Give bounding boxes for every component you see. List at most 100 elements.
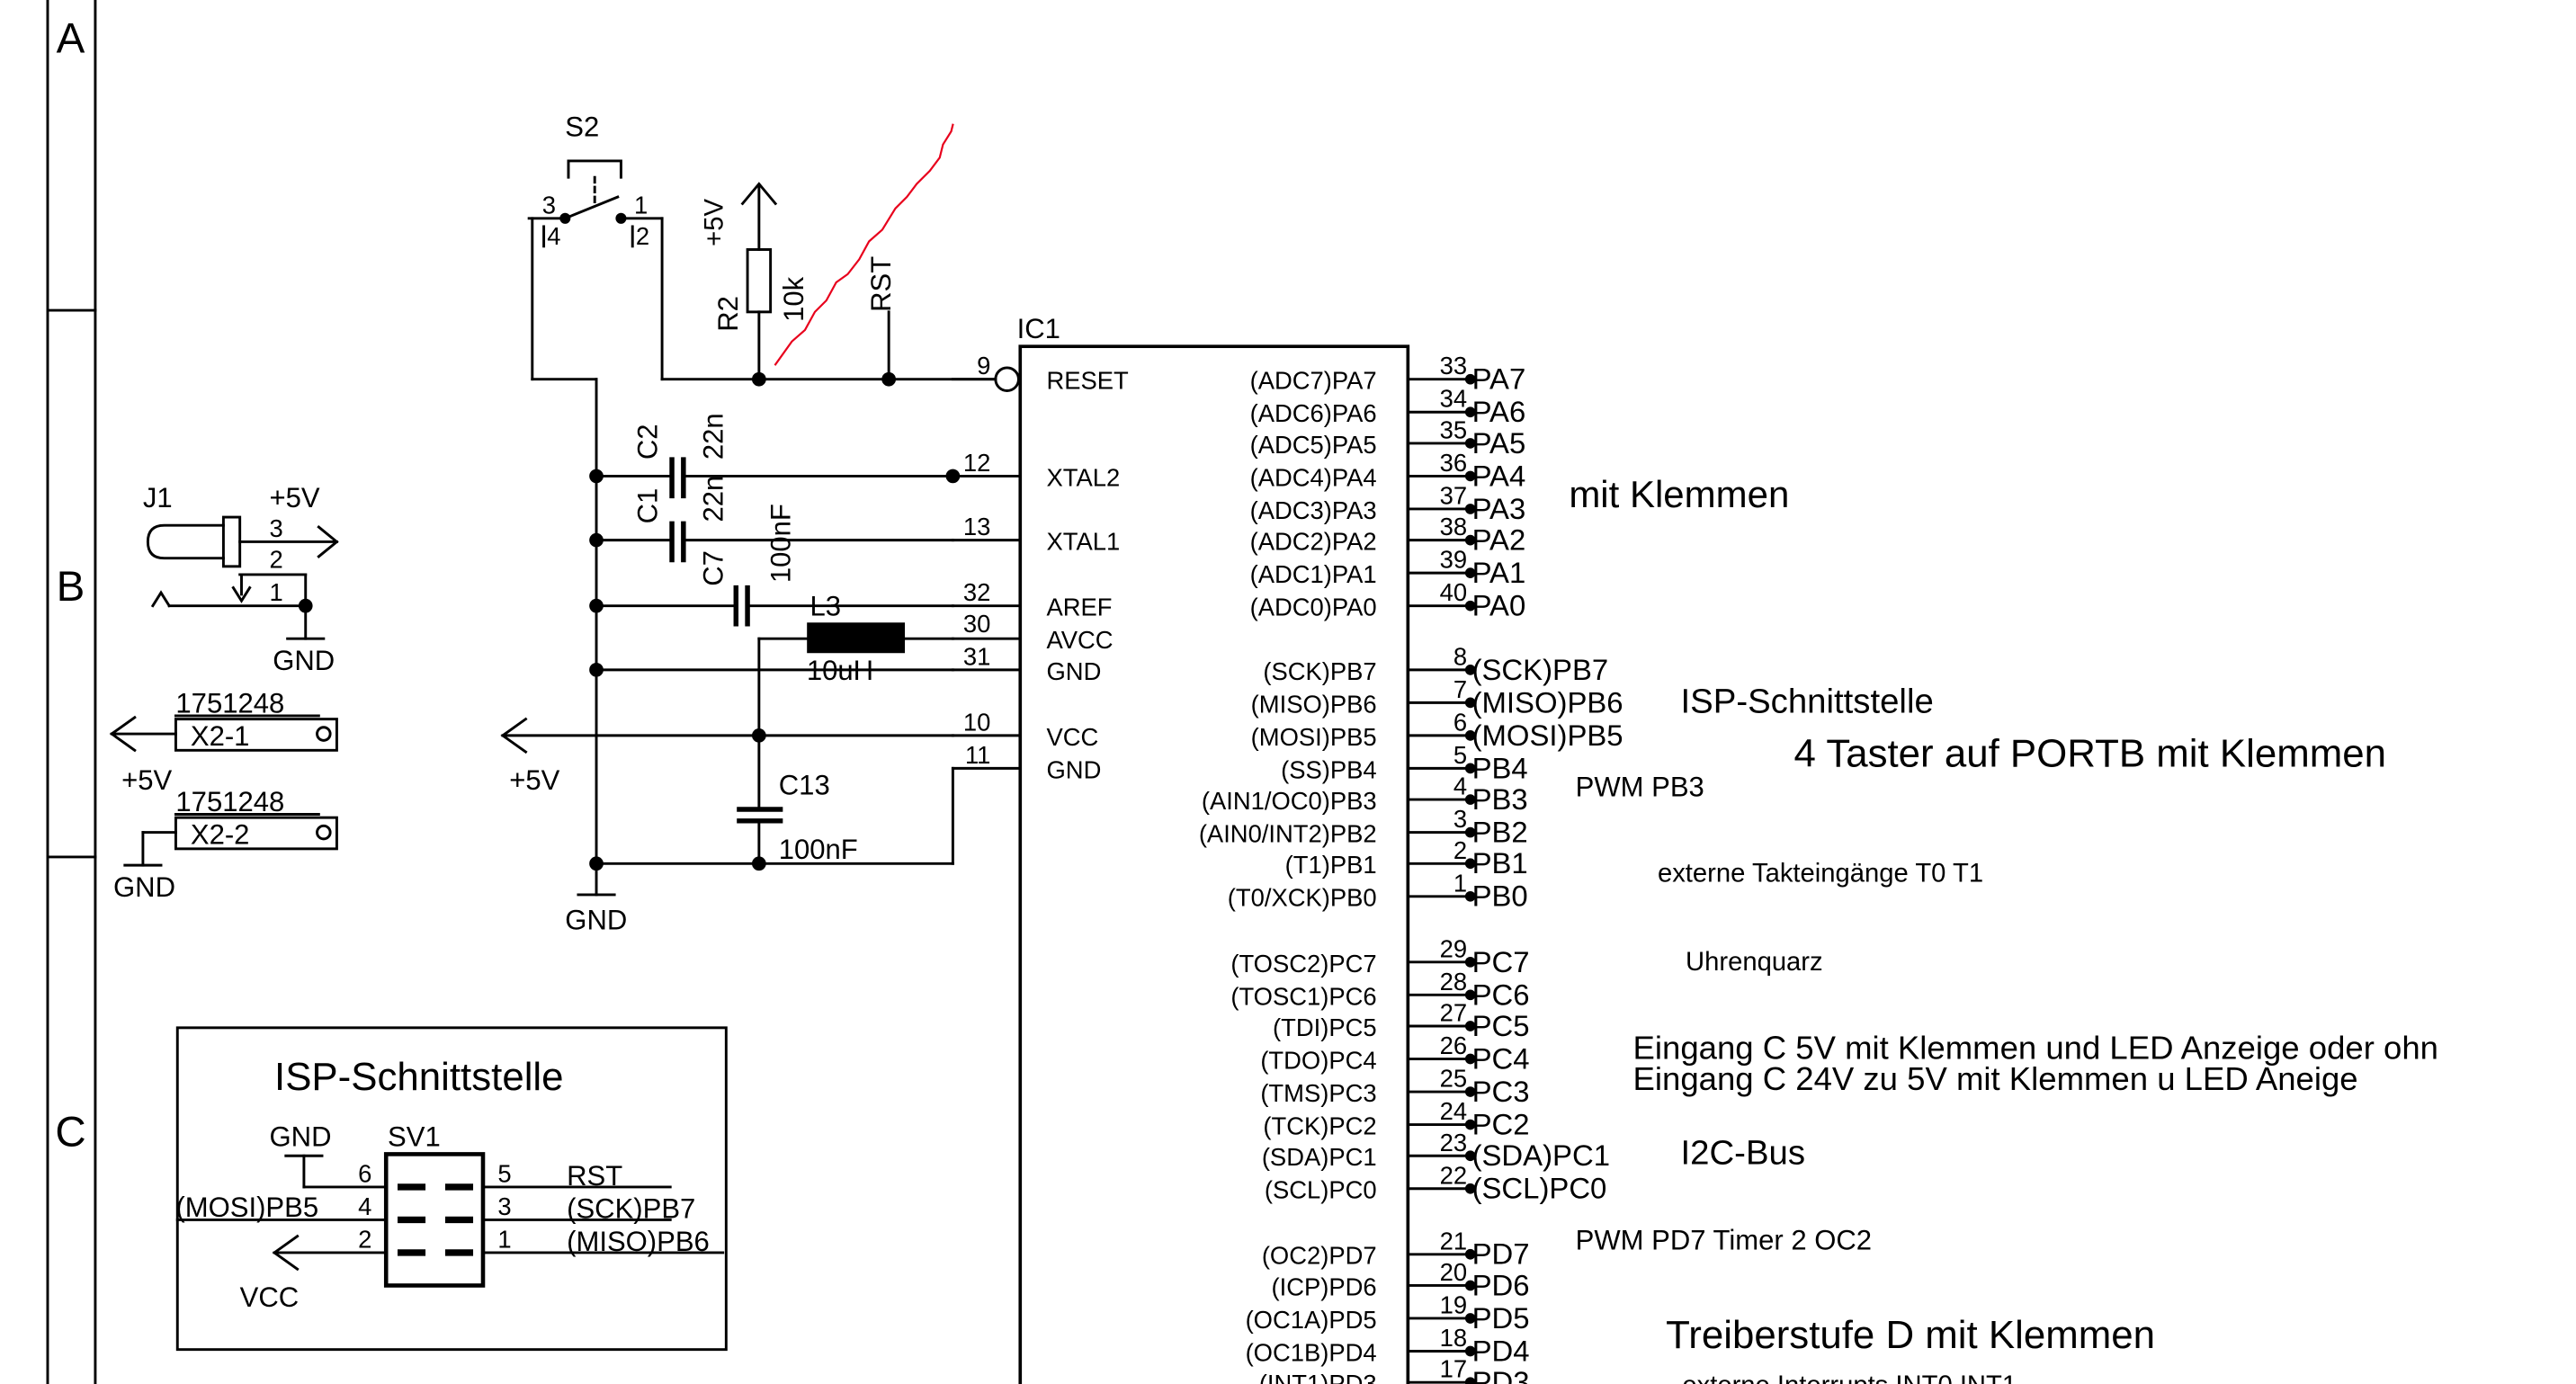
sheet-frame <box>46 0 97 1384</box>
terminal-x2-1-net: +5V <box>121 764 172 796</box>
ic1-pin-num-pa0: 40 <box>1440 578 1467 606</box>
ic1-pin-label-pc4: (TDO)PC4 <box>1260 1046 1376 1074</box>
terminal-x2-2-part: 1751248 <box>175 786 284 817</box>
ic1-net-pd7: PD7 <box>1472 1237 1530 1271</box>
ic1-net-pd6: PD6 <box>1472 1268 1530 1301</box>
ic1-pin-label-sckpb7: (SCK)PB7 <box>1263 657 1376 685</box>
capacitor-c13-name: C13 <box>779 770 830 801</box>
ic1-pin-dot-misopb6 <box>1464 697 1476 709</box>
ic1-pin-label-pd3: (INT1)PD3 <box>1259 1370 1377 1384</box>
ic1-pin-num-pa7: 33 <box>1440 352 1467 379</box>
ic1-left-pins <box>951 378 1022 770</box>
power-jack-j1-junction <box>298 598 313 613</box>
terminal-x2-2-name: X2-2 <box>191 818 250 850</box>
ic1-pin-num-sclpc0: 22 <box>1440 1161 1467 1189</box>
ic1-pin-dot-pd7 <box>1464 1248 1476 1260</box>
terminal-x2-1-part: 1751248 <box>175 687 284 719</box>
resistor-r2-name: R2 <box>712 296 744 332</box>
ic1-pin-dot-pb2 <box>1464 826 1476 838</box>
note-port-b: 4 Taster auf PORTB mit Klemmen <box>1794 732 2386 776</box>
ic1-net-pc6: PC6 <box>1472 978 1530 1011</box>
note-port-a: mit Klemmen <box>1569 473 1789 515</box>
junction-c13-gnd <box>752 856 766 871</box>
junction-gnd31-rail <box>589 663 604 677</box>
ic1-pin-label-reset: RESET <box>1047 367 1130 395</box>
power-jack-j1-pin1: 1 <box>270 578 283 606</box>
power-jack-j1-gnd: GND <box>273 645 335 676</box>
ic1-net-pd5: PD5 <box>1472 1301 1530 1335</box>
switch-s2-pin1-dot <box>615 212 627 224</box>
capacitor-c1 <box>595 521 954 563</box>
ic1-pin-dot-pc6 <box>1464 989 1476 1001</box>
capacitor-c7-value: 100nF <box>765 504 797 583</box>
ic1-pin-label-gnd-11: GND <box>1047 755 1102 783</box>
ic1-pin-label-pa7: (ADC7)PA7 <box>1250 367 1377 395</box>
ic1-pin-dot-pc4 <box>1464 1053 1476 1065</box>
ic1-pin-label-misopb6: (MISO)PB6 <box>1251 690 1377 718</box>
ic1-pin-dot-pa2 <box>1464 534 1476 546</box>
ic1-pin-num-pb1: 2 <box>1453 836 1467 864</box>
ic1-pin-label-mosipb5: (MOSI)PB5 <box>1251 723 1377 751</box>
isp-box-gnd: GND <box>270 1121 332 1152</box>
ic1-pin-num-pb0: 1 <box>1453 869 1467 897</box>
power-jack-j1-pin3: 3 <box>270 514 283 542</box>
ic1-pin-label-pd4: (OC1B)PD4 <box>1246 1338 1377 1366</box>
isp-header-pins <box>398 1183 474 1256</box>
ic1-pin-label-pc7: (TOSC2)PC7 <box>1230 950 1376 978</box>
ic1-net-pc7: PC7 <box>1472 945 1530 978</box>
note-timer-inputs: externe Takteingänge T0 T1 <box>1658 859 1983 888</box>
row-label-c: C <box>55 1108 85 1156</box>
net-rst-label: RST <box>865 256 897 312</box>
resistor-r2 <box>740 182 890 381</box>
terminal-x2-2-net: GND <box>113 871 175 903</box>
junction-rst-reset <box>881 371 897 387</box>
ic1-pin-num-pa4: 36 <box>1440 449 1467 477</box>
ic1-pin-num-pa6: 34 <box>1440 385 1467 413</box>
ic1-pin-num-vcc: 10 <box>963 708 990 736</box>
ic1-pin-num-pb4: 5 <box>1453 741 1467 769</box>
terminal-x2-1 <box>109 714 338 753</box>
note-pwm-pb3: PWM PB3 <box>1576 771 1704 802</box>
ic1-net-misopb6: (MISO)PB6 <box>1472 685 1623 719</box>
ic1-pin-dot-pc3 <box>1464 1086 1476 1097</box>
ic1-pin-num-pc6: 28 <box>1440 968 1467 996</box>
ic1-pin-label-pa3: (ADC3)PA3 <box>1250 496 1377 524</box>
junction-vcc-c13 <box>752 728 766 743</box>
ic1-pin-dot-sdapc1 <box>1464 1150 1476 1162</box>
ic1-net-pc3: PC3 <box>1472 1075 1530 1108</box>
ic1-pin-label-gnd-31: GND <box>1047 657 1102 685</box>
ic1-pin-dot-pb3 <box>1464 794 1476 805</box>
ic1-pin-label-pa6: (ADC6)PA6 <box>1250 399 1377 427</box>
capacitor-c1-value: 22n <box>698 476 729 522</box>
ic1-pin-dot-pc2 <box>1464 1119 1476 1130</box>
isp-pin-5: 5 <box>497 1159 511 1187</box>
ic1-net-pb0: PB0 <box>1472 880 1528 913</box>
power-jack-j1-pin2: 2 <box>270 546 283 574</box>
junction-r2-reset <box>752 371 766 387</box>
ic1-pin-num-pd3: 17 <box>1440 1355 1467 1383</box>
capacitor-c13 <box>595 734 954 865</box>
ic1-pin-dot-pc7 <box>1464 956 1476 968</box>
ic1-pin-label-pb4: (SS)PB4 <box>1281 755 1377 783</box>
ic1-pin-num-pb3: 4 <box>1453 772 1467 800</box>
ic1-pin-num-pc4: 26 <box>1440 1031 1467 1059</box>
ic1-net-pa5: PA5 <box>1472 426 1526 460</box>
note-pwm-pd7: PWM PD7 Timer 2 OC2 <box>1576 1224 1872 1255</box>
ic1-pin-label-pa1: (ADC1)PA1 <box>1250 560 1377 588</box>
ic1-net-pb4: PB4 <box>1472 751 1528 784</box>
ic1-pin-dot-pc5 <box>1464 1021 1476 1031</box>
junction-c1-rail <box>589 532 604 548</box>
ic1-pin-num-mosipb5: 6 <box>1453 708 1467 736</box>
ic1-pin-num-pc3: 25 <box>1440 1065 1467 1093</box>
row-label-a: A <box>57 14 85 62</box>
ic1-pin-label-pb0: (T0/XCK)PB0 <box>1228 884 1377 912</box>
ic1-net-pa2: PA2 <box>1472 523 1526 557</box>
ic1-pin-num-pd6: 20 <box>1440 1258 1467 1286</box>
ic1-name: IC1 <box>1017 313 1060 344</box>
ic1-net-pa0: PA0 <box>1472 589 1526 622</box>
isp-pin-6: 6 <box>358 1159 371 1187</box>
ic1-net-sckpb7: (SCK)PB7 <box>1472 653 1609 686</box>
note-isp-port: ISP-Schnittstelle <box>1681 682 1934 720</box>
